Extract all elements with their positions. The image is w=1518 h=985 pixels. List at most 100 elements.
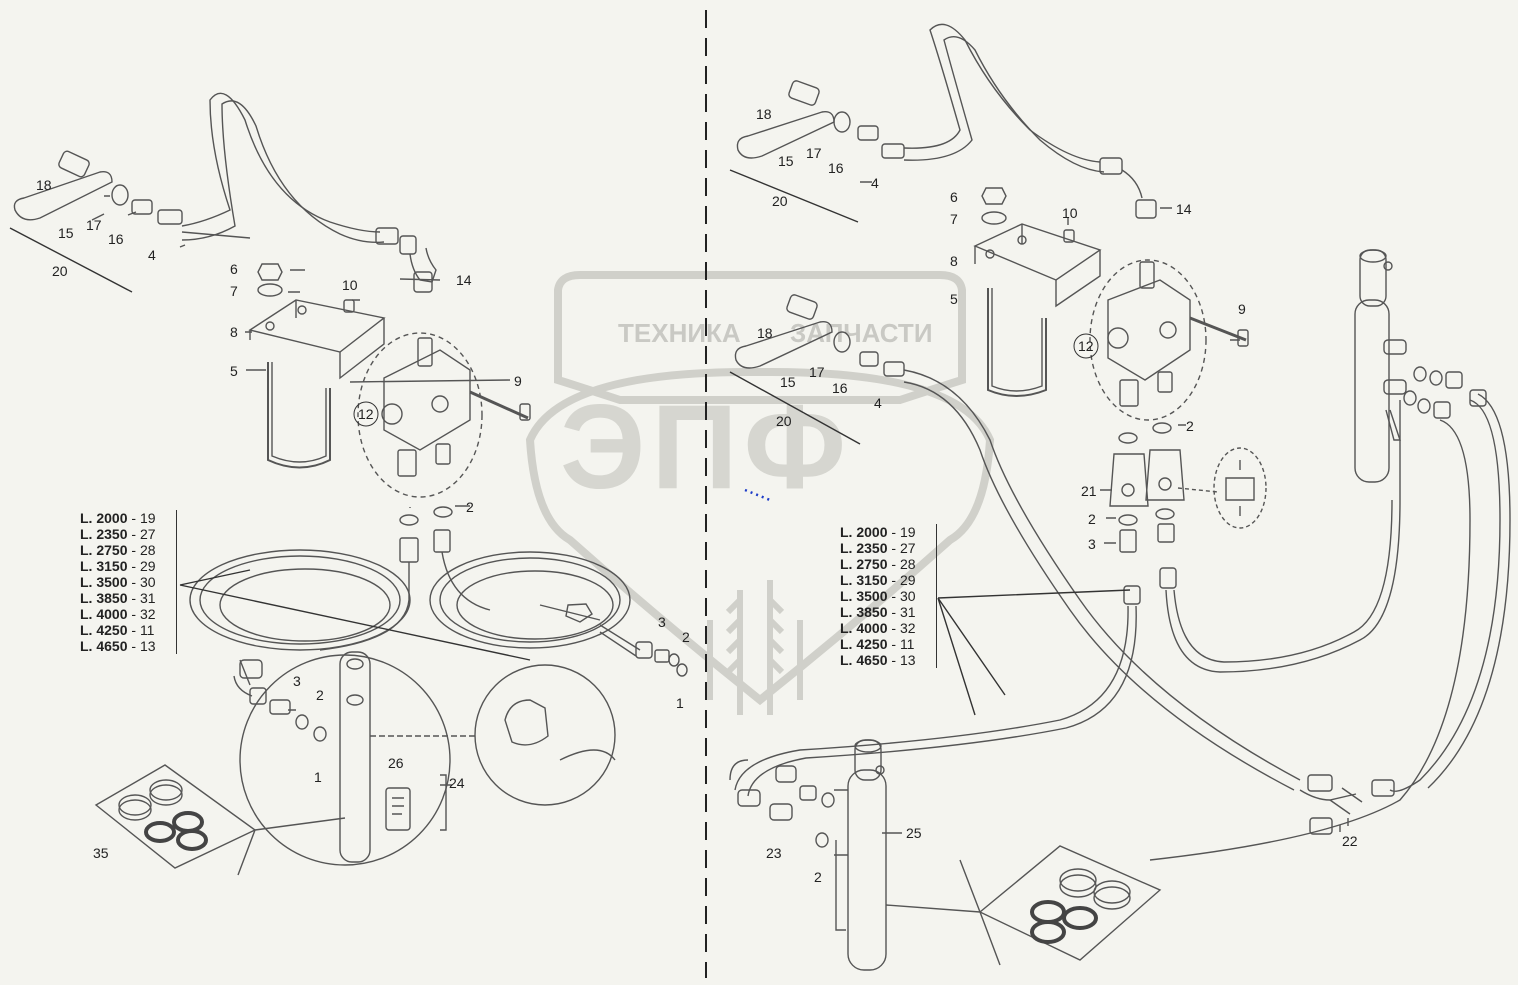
callout-5-right: 5 xyxy=(950,291,958,307)
callout-25: 25 xyxy=(906,825,922,841)
legend-separator: - xyxy=(127,526,140,542)
legend-row: L. 4250 - 11 xyxy=(840,636,940,652)
callout-3-right-block: 3 xyxy=(1088,536,1096,552)
legend-row: L. 3150 - 29 xyxy=(80,558,180,574)
legend-separator: - xyxy=(887,524,900,540)
left-valve-group xyxy=(357,332,531,563)
legend-part-number: 11 xyxy=(139,622,155,638)
right-cylinder xyxy=(729,739,887,971)
legend-row: L. 2750 - 28 xyxy=(80,542,180,558)
legend-part-number: 29 xyxy=(899,572,916,588)
callout-15-left: 15 xyxy=(58,225,74,241)
legend-separator: - xyxy=(887,588,900,604)
legend-part-number: 19 xyxy=(139,510,156,526)
left-bracket-group xyxy=(248,263,386,469)
legend-length: L. 2000 xyxy=(840,524,888,540)
legend-part-number: 31 xyxy=(139,590,156,606)
callout-3-left-hose: 3 xyxy=(658,614,666,630)
callout-24: 24 xyxy=(449,775,465,791)
legend-length: L. 2750 xyxy=(840,556,888,572)
legend-length: L. 3150 xyxy=(840,572,888,588)
callout-4-left: 4 xyxy=(148,247,156,263)
callout-10-right: 10 xyxy=(1062,205,1078,221)
legend-row: L. 4000 - 32 xyxy=(80,606,180,622)
legend-row: L. 4650 - 13 xyxy=(840,652,940,668)
legend-row: L. 4650 - 13 xyxy=(80,638,180,654)
right-bracket-group xyxy=(973,187,1102,397)
legend-separator: - xyxy=(127,606,140,622)
watermark-logo-letters: ЭПФ xyxy=(560,380,853,514)
right-hoses xyxy=(734,393,1511,861)
legend-part-number: 32 xyxy=(139,606,156,622)
callout-7-right: 7 xyxy=(950,211,958,227)
callout-18-left: 18 xyxy=(36,177,52,193)
legend-length: L. 4650 xyxy=(80,638,128,654)
callout-5-left: 5 xyxy=(230,363,238,379)
callout-15-center: 15 xyxy=(780,374,796,390)
legend-length: L. 2750 xyxy=(80,542,128,558)
callout-2-left-valve: 2 xyxy=(466,499,474,515)
legend-separator: - xyxy=(127,510,140,526)
legend-separator: - xyxy=(127,542,140,558)
legend-row: L. 3150 - 29 xyxy=(840,572,940,588)
legend-row: L. 3500 - 30 xyxy=(80,574,180,590)
legend-length: L. 3150 xyxy=(80,558,128,574)
legend-part-number: 28 xyxy=(899,556,916,572)
callout-16-right: 16 xyxy=(828,160,844,176)
legend-length: L. 4650 xyxy=(840,652,888,668)
left-coupler-group xyxy=(9,92,437,293)
left-cylinder-detail xyxy=(239,651,616,866)
legend-separator: - xyxy=(127,574,140,590)
legend-row: L. 4250 - 11 xyxy=(80,622,180,638)
legend-length: L. 4000 xyxy=(80,606,128,622)
callout-18-center: 18 xyxy=(757,325,773,341)
legend-separator: - xyxy=(887,636,900,652)
legend-row: L. 2350 - 27 xyxy=(840,540,940,556)
callout-1-left-cyl: 1 xyxy=(314,769,322,785)
legend-row: L. 3500 - 30 xyxy=(840,588,940,604)
legend-part-number: 13 xyxy=(139,638,156,654)
right-center-coupler-group xyxy=(729,294,1301,791)
legend-separator: - xyxy=(127,558,140,574)
legend-length: L. 4000 xyxy=(840,620,888,636)
callout-12-right: 12 xyxy=(1078,338,1094,354)
legend-part-number: 29 xyxy=(139,558,156,574)
legend-part-number: 31 xyxy=(899,604,916,620)
legend-separator: - xyxy=(127,638,140,654)
callout-16-center: 16 xyxy=(832,380,848,396)
callout-6-left: 6 xyxy=(230,261,238,277)
right-far-cylinder xyxy=(1354,249,1487,483)
callout-3-left-cyl: 3 xyxy=(293,673,301,689)
callout-18-right: 18 xyxy=(756,106,772,122)
legend-length: L. 3500 xyxy=(80,574,128,590)
callout-9-right: 9 xyxy=(1238,301,1246,317)
left-hose-coils xyxy=(189,549,688,705)
callout-1-left-hose: 1 xyxy=(676,695,684,711)
callout-20-right: 20 xyxy=(772,193,788,209)
legend-part-number: 27 xyxy=(139,526,156,542)
callout-20-center: 20 xyxy=(776,413,792,429)
legend-part-number: 30 xyxy=(899,588,916,604)
legend-part-number: 32 xyxy=(899,620,916,636)
legend-part-number: 11 xyxy=(899,636,915,652)
callout-26: 26 xyxy=(388,755,404,771)
legend-row: L. 3850 - 31 xyxy=(80,590,180,606)
legend-row: L. 2000 - 19 xyxy=(80,510,180,526)
legend-separator: - xyxy=(127,622,140,638)
callout-7-left: 7 xyxy=(230,283,238,299)
callout-17-center: 17 xyxy=(809,364,825,380)
legend-part-number: 30 xyxy=(139,574,156,590)
callout-2-left-cyl: 2 xyxy=(316,687,324,703)
legend-length: L. 3850 xyxy=(80,590,128,606)
callout-21: 21 xyxy=(1081,483,1097,499)
watermark-brand-right: ЗАПЧАСТИ xyxy=(790,318,933,348)
legend-separator: - xyxy=(887,652,900,668)
callout-4-right: 4 xyxy=(871,175,879,191)
